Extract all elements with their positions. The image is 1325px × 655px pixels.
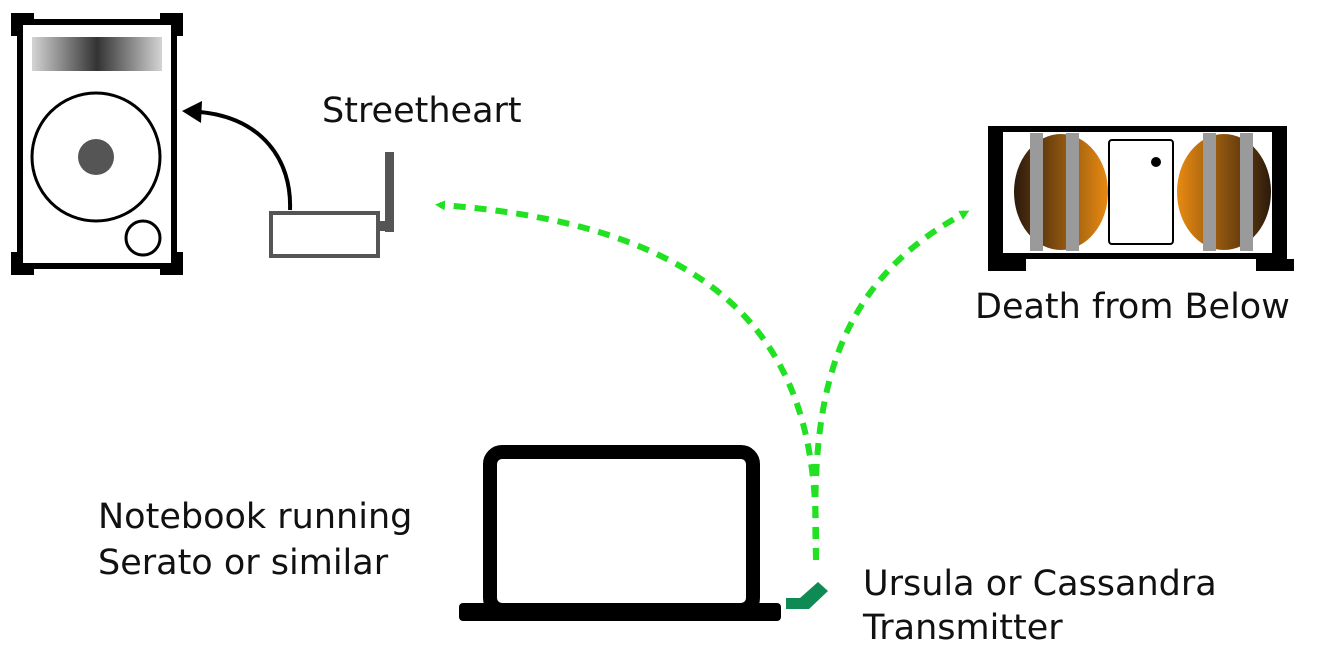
transmitter-label-line2: Transmitter	[863, 608, 1063, 648]
usb-transmitter-icon	[786, 582, 828, 609]
transmitter-label-line1: Ursula or Cassandra	[863, 564, 1217, 604]
turntable-mixer-icon	[988, 126, 1294, 271]
streetheart-label: Streetheart	[322, 91, 522, 131]
speaker-icon	[11, 13, 183, 275]
cable-arrow	[182, 101, 293, 211]
laptop-icon	[459, 445, 781, 621]
death-from-below-label: Death from Below	[975, 287, 1290, 327]
signal-to-death-from-below	[812, 210, 970, 561]
notebook-label-line2: Serato or similar	[98, 543, 389, 583]
notebook-label-line1: Notebook running	[98, 497, 413, 537]
receiver-antenna-icon	[269, 152, 394, 258]
wireless-signal-lines	[435, 200, 970, 561]
